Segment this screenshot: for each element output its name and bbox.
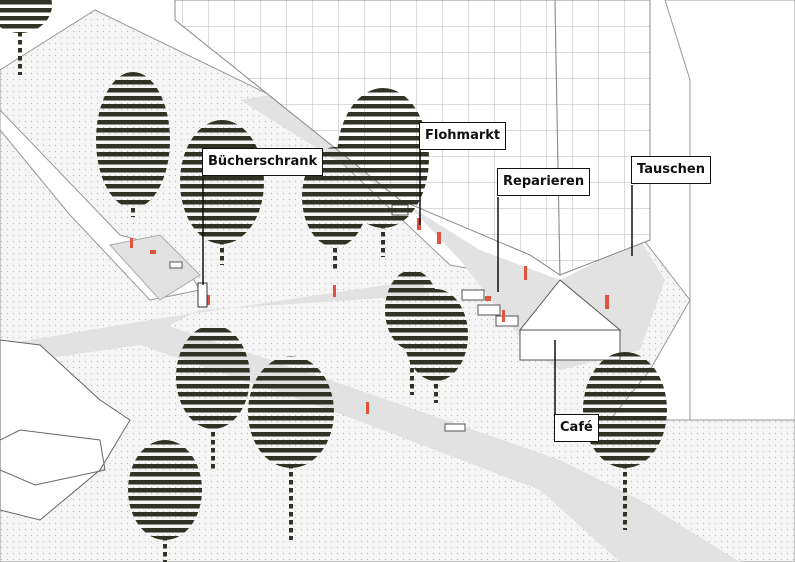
people	[130, 218, 609, 414]
label-reparieren: Reparieren	[497, 168, 591, 196]
label-tauschen: Tauschen	[631, 156, 711, 184]
leader-lines	[202, 150, 633, 415]
bookcase	[197, 282, 208, 308]
label-buecherschrank: Bücherschrank	[202, 148, 324, 176]
bottom-left-building	[0, 339, 131, 521]
trees	[0, 0, 667, 562]
right-building	[664, 0, 795, 421]
walkway-main	[0, 320, 740, 562]
tower-building-right-facade	[554, 0, 651, 276]
walkway-diagonal	[150, 280, 430, 330]
label-flohmarkt: Flohmarkt	[419, 122, 507, 150]
seating-area	[109, 234, 201, 301]
label-cafe: Café	[554, 414, 599, 442]
